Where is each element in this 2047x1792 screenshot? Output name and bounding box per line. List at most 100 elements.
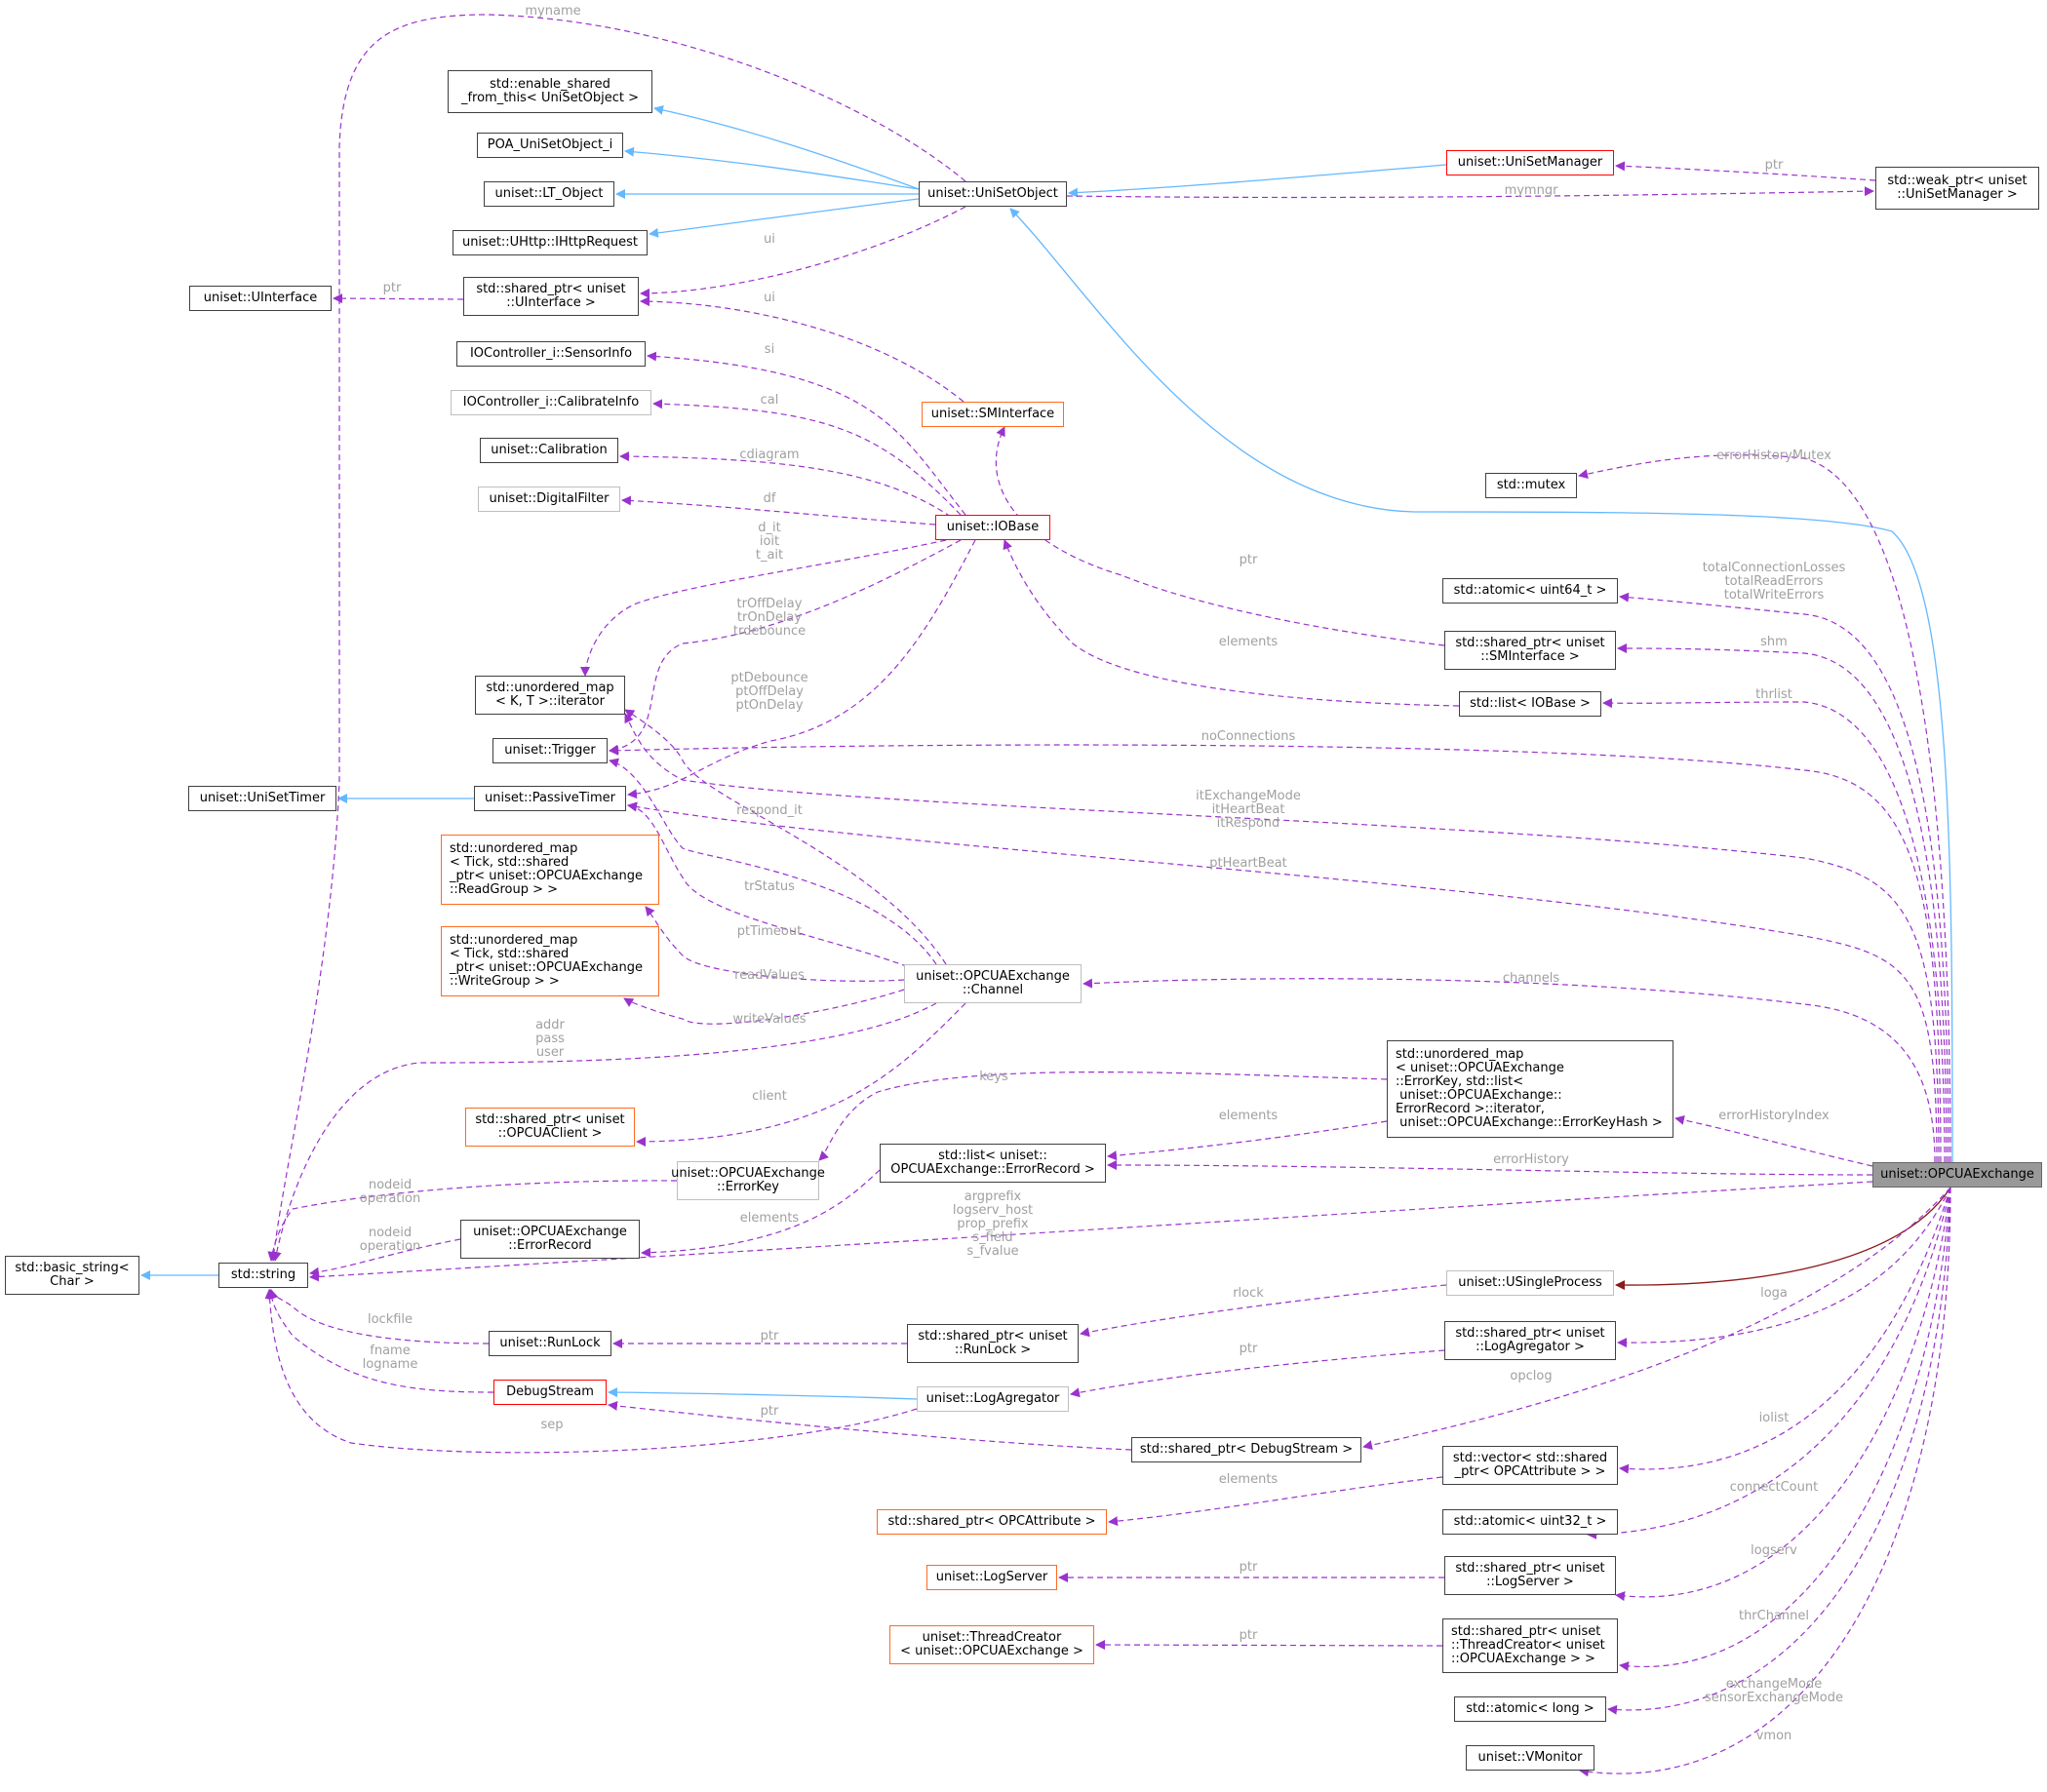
class-node-shared-ptr-runlock[interactable]: std::shared_ptr< uniset ::RunLock >	[907, 1324, 1079, 1363]
edge-label-respond-it: respond_it	[736, 803, 803, 818]
edge-label-addr: addr pass user	[535, 1018, 565, 1060]
edge-member-keys	[818, 1071, 1388, 1161]
class-node-mutex[interactable]: std::mutex	[1485, 473, 1577, 498]
class-node-shared-ptr-logserver[interactable]: std::shared_ptr< uniset ::LogServer >	[1444, 1556, 1616, 1595]
class-node-vmonitor[interactable]: uniset::VMonitor	[1466, 1745, 1594, 1771]
class-node-ihttprequest[interactable]: uniset::UHttp::IHttpRequest	[453, 230, 648, 255]
edge-label-d-it: d_it ioit t_ait	[755, 521, 784, 563]
class-node-basic-string[interactable]: std::basic_string< Char >	[5, 1256, 139, 1295]
class-node-unisetmanager[interactable]: uniset::UniSetManager	[1446, 150, 1614, 175]
edge-member-writevalues	[623, 989, 905, 1025]
class-node-shared-ptr-sminterface[interactable]: std::shared_ptr< uniset ::SMInterface >	[1444, 631, 1616, 670]
edge-inherit-ihttp	[649, 198, 920, 238]
class-node-errorkey[interactable]: uniset::OPCUAExchange ::ErrorKey	[671, 1161, 825, 1200]
node-label: uniset::IOBase	[946, 520, 1040, 534]
class-node-atomic-uint32[interactable]: std::atomic< uint32_t >	[1442, 1509, 1618, 1535]
edge-label-errorhistory: errorHistory	[1493, 1152, 1569, 1167]
edge-label-ptheartbeat: ptHeartBeat	[1209, 856, 1287, 871]
class-node-sensorinfo[interactable]: IOController_i::SensorInfo	[456, 341, 646, 367]
edge-inherit-enable-shared	[653, 104, 920, 190]
edge-label-thrchannel: thrChannel	[1738, 1609, 1810, 1623]
node-label: std::weak_ptr< uniset ::UniSetManager >	[1887, 174, 2027, 202]
node-label: std::shared_ptr< uniset ::LogServer >	[1455, 1561, 1605, 1589]
node-label: DebugStream	[506, 1384, 594, 1399]
class-node-unisetobject[interactable]: uniset::UniSetObject	[919, 181, 1067, 207]
class-node-list-iobase[interactable]: std::list< IOBase >	[1459, 691, 1601, 717]
edge-label-itexchangemode: itExchangeMode itHeartBeat itRespond	[1196, 789, 1301, 831]
class-node-debugstream[interactable]: DebugStream	[493, 1380, 607, 1405]
node-label: uniset::UniSetTimer	[199, 791, 326, 805]
node-label: std::shared_ptr< DebugStream >	[1139, 1442, 1354, 1457]
class-node-enable-shared-from-this[interactable]: std::enable_shared _from_this< UniSetObj…	[448, 70, 652, 113]
node-label: std::string	[230, 1267, 296, 1282]
node-label: uniset::OPCUAExchange ::Channel	[916, 969, 1070, 997]
class-node-usingleprocess[interactable]: uniset::USingleProcess	[1446, 1270, 1614, 1296]
class-node-iobase[interactable]: uniset::IOBase	[935, 515, 1050, 540]
node-label: uniset::LogAgregator	[925, 1391, 1060, 1406]
class-node-list-errorrecord[interactable]: std::list< uniset:: OPCUAExchange::Error…	[880, 1144, 1106, 1183]
class-node-weak-ptr-unisetmanager[interactable]: std::weak_ptr< uniset ::UniSetManager >	[1875, 167, 2039, 210]
edge-label-trstatus: trStatus	[744, 879, 795, 894]
class-node-unordered-map-readgroup[interactable]: std::unordered_map < Tick, std::shared _…	[441, 835, 659, 905]
edge-member-noconnections	[609, 744, 1942, 1163]
node-label: std::basic_string< Char >	[15, 1261, 130, 1289]
class-node-unisettimer[interactable]: uniset::UniSetTimer	[188, 786, 336, 811]
node-label: POA_UniSetObject_i	[487, 137, 613, 152]
edge-member-elements-errorrecord	[641, 1169, 881, 1258]
edge-inherit-usingleprocess	[1615, 1187, 1951, 1291]
edge-label-opclog: opclog	[1510, 1369, 1553, 1383]
class-node-uinterface[interactable]: uniset::UInterface	[189, 286, 332, 311]
class-node-trigger[interactable]: uniset::Trigger	[492, 738, 608, 763]
class-node-unordered-map-errorkey[interactable]: std::unordered_map < uniset::OPCUAExchan…	[1387, 1040, 1673, 1138]
edge-label-ptr: ptr	[760, 1329, 779, 1344]
class-node-errorrecord[interactable]: uniset::OPCUAExchange ::ErrorRecord	[460, 1220, 640, 1259]
class-node-poa-unisetobject[interactable]: POA_UniSetObject_i	[477, 133, 623, 158]
edge-member-elements-opcattr	[1108, 1476, 1443, 1527]
edge-member-vmon	[1579, 1187, 1951, 1777]
class-node-std-string[interactable]: std::string	[218, 1263, 308, 1288]
edge-label-keys: keys	[979, 1070, 1008, 1084]
class-node-logagregator[interactable]: uniset::LogAgregator	[917, 1386, 1069, 1412]
class-node-shared-ptr-opcattribute[interactable]: std::shared_ptr< OPCAttribute >	[877, 1509, 1107, 1535]
class-node-channel[interactable]: uniset::OPCUAExchange ::Channel	[904, 964, 1082, 1003]
class-node-lt-object[interactable]: uniset::LT_Object	[484, 181, 614, 207]
edge-label-elements: elements	[1218, 635, 1279, 649]
edge-member-nodeid-errorrecord	[309, 1238, 461, 1277]
class-node-unordered-map-writegroup[interactable]: std::unordered_map < Tick, std::shared _…	[441, 926, 659, 996]
class-node-passivetimer[interactable]: uniset::PassiveTimer	[474, 786, 626, 811]
class-node-shared-ptr-threadcreator[interactable]: std::shared_ptr< uniset ::ThreadCreator<…	[1442, 1618, 1618, 1673]
class-node-atomic-uint64[interactable]: std::atomic< uint64_t >	[1442, 578, 1618, 604]
edge-label-nodeid: nodeid operation	[359, 1226, 421, 1254]
edge-label-nodeid: nodeid operation	[359, 1178, 421, 1206]
class-node-digitalfilter[interactable]: uniset::DigitalFilter	[478, 487, 620, 512]
class-node-unordered-map-iterator[interactable]: std::unordered_map < K, T >::iterator	[475, 676, 625, 715]
edge-label-totalconnectionlosses: totalConnectionLosses totalReadErrors to…	[1702, 561, 1846, 603]
class-node-atomic-long[interactable]: std::atomic< long >	[1454, 1696, 1606, 1722]
class-node-runlock[interactable]: uniset::RunLock	[489, 1331, 611, 1356]
edge-label-elements: elements	[1218, 1109, 1279, 1123]
edge-member-sep	[264, 1289, 918, 1454]
class-node-shared-ptr-logagregator[interactable]: std::shared_ptr< uniset ::LogAgregator >	[1444, 1321, 1616, 1360]
class-node-threadcreator[interactable]: uniset::ThreadCreator < uniset::OPCUAExc…	[889, 1625, 1094, 1664]
class-node-opcuaexchange[interactable]: uniset::OPCUAExchange	[1872, 1162, 2042, 1188]
class-node-vector-opcattribute[interactable]: std::vector< std::shared _ptr< OPCAttrib…	[1442, 1446, 1618, 1485]
node-label: std::shared_ptr< uniset ::SMInterface >	[1455, 636, 1605, 664]
edge-inherit-unisetobject-exchange	[1009, 208, 1953, 1163]
edge-inherit-debugstream	[608, 1387, 918, 1400]
node-label: uniset::UInterface	[203, 291, 318, 305]
edge-member-ptr-manager	[1615, 161, 1876, 181]
class-node-calibrateinfo[interactable]: IOController_i::CalibrateInfo	[451, 390, 651, 415]
edge-member-errorhistory	[1107, 1160, 1873, 1176]
edge-member-rlock	[1080, 1284, 1447, 1338]
class-node-shared-ptr-debugstream[interactable]: std::shared_ptr< DebugStream >	[1131, 1437, 1361, 1462]
class-node-calibration[interactable]: uniset::Calibration	[480, 438, 618, 463]
edge-label-argprefix: argprefix logserv_host prop_prefix s_fie…	[952, 1189, 1034, 1259]
node-label: std::unordered_map < Tick, std::shared _…	[450, 841, 644, 897]
edge-member-pttimeout	[627, 801, 918, 971]
node-label: uniset::LogServer	[935, 1570, 1048, 1584]
class-node-logserver[interactable]: uniset::LogServer	[926, 1565, 1057, 1590]
class-node-shared-ptr-opcuaclient[interactable]: std::shared_ptr< uniset ::OPCUAClient >	[465, 1108, 635, 1147]
class-node-shared-ptr-uinterface[interactable]: std::shared_ptr< uniset ::UInterface >	[463, 277, 639, 316]
class-node-sminterface[interactable]: uniset::SMInterface	[922, 402, 1064, 427]
